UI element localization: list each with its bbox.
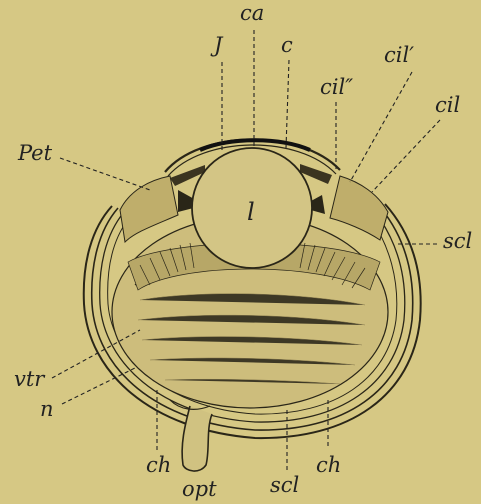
- label-j: J: [210, 33, 224, 57]
- label-ch-left: ch: [146, 453, 171, 477]
- label-scl-right: scl: [443, 229, 472, 253]
- label-c: c: [281, 33, 293, 57]
- label-pet: Pet: [17, 141, 53, 165]
- label-cil: cil: [435, 93, 460, 117]
- optic-nerve: [170, 400, 212, 471]
- label-cil-prime: cil′: [384, 43, 414, 67]
- label-n: n: [40, 397, 54, 421]
- label-vtr: vtr: [14, 367, 46, 391]
- label-ca: ca: [240, 1, 264, 25]
- label-lens-l: l: [247, 198, 255, 226]
- label-scl-bottom: scl: [270, 473, 299, 497]
- label-cil-double-prime: cil″: [320, 75, 353, 99]
- label-ch-right: ch: [316, 453, 341, 477]
- label-opt: opt: [182, 477, 217, 501]
